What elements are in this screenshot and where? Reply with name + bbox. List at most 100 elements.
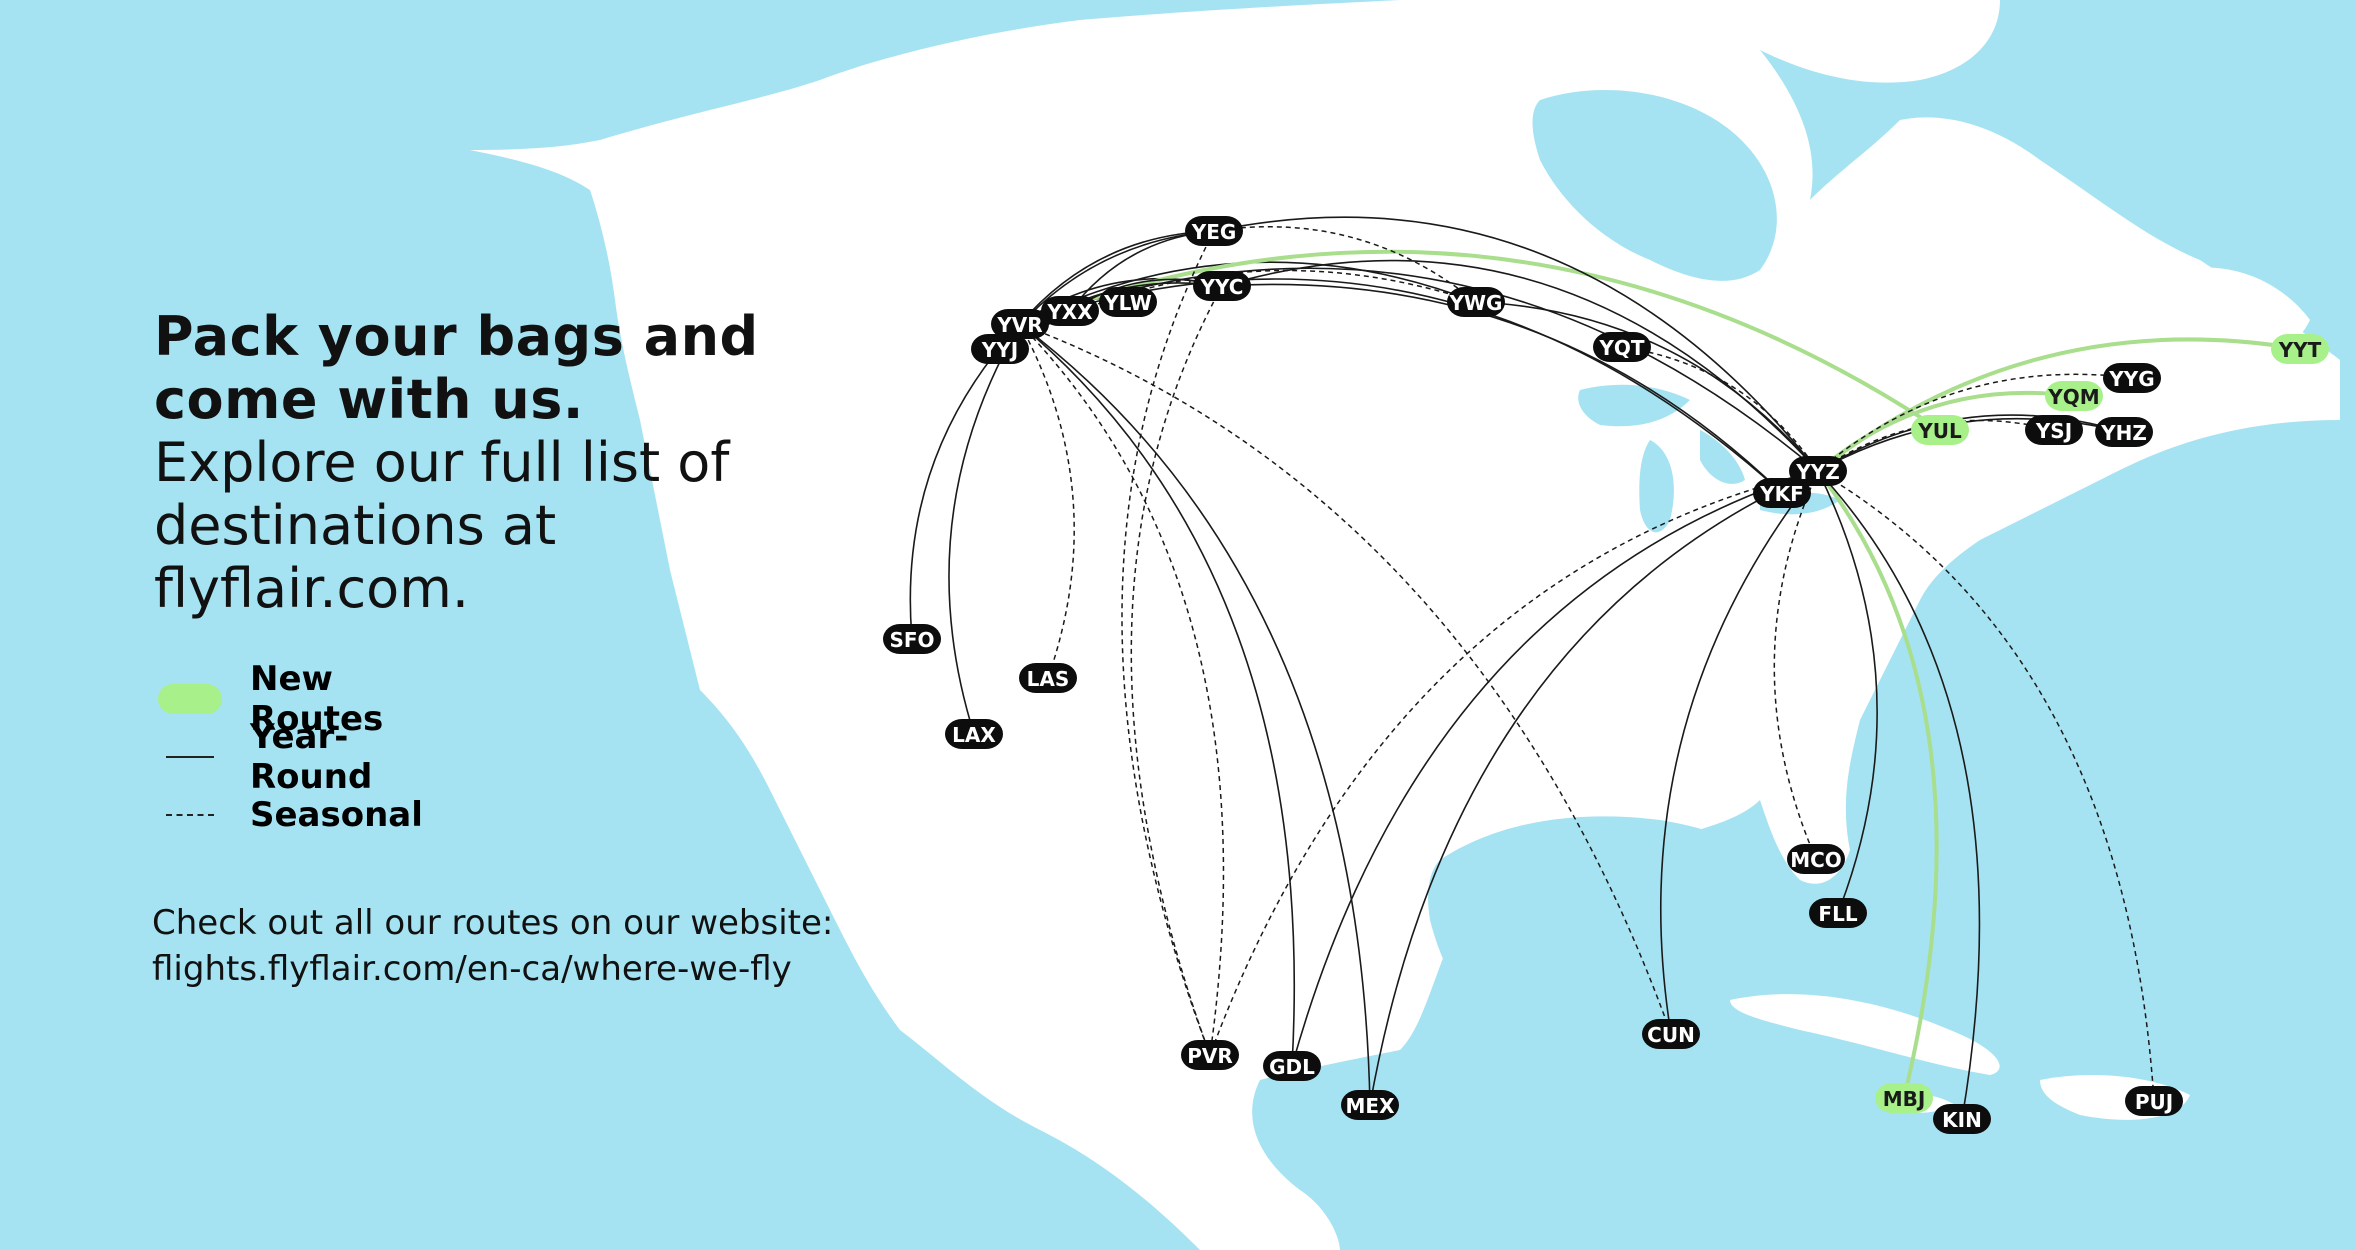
airport-code: YYG [2108, 367, 2154, 391]
airport-badge [1787, 844, 1845, 874]
airport-code: YQM [2047, 385, 2099, 409]
airport-yvr[interactable]: YVR [991, 309, 1049, 339]
airport-badge [1753, 478, 1811, 508]
subheadline: Explore our full list of destinations at… [154, 431, 730, 620]
airport-yeg[interactable]: YEG [1185, 216, 1243, 246]
airport-badge [971, 334, 1029, 364]
airport-mbj[interactable]: MBJ [1875, 1083, 1933, 1113]
airport-yqm[interactable]: YQM [2045, 381, 2103, 411]
airport-yyz[interactable]: YYZ [1789, 456, 1847, 486]
route-yyz-puj [1817, 470, 2155, 1102]
airport-code: YEG [1191, 220, 1237, 244]
airport-mco[interactable]: MCO [1787, 844, 1845, 874]
airport-yyg[interactable]: YYG [2103, 363, 2161, 393]
airport-badge [1019, 663, 1077, 693]
arctic-islands [1580, 0, 2000, 83]
airport-puj[interactable]: PUJ [2125, 1086, 2183, 1116]
legend-item-seasonal: Seasonal [158, 786, 423, 844]
airport-badge [2095, 417, 2153, 447]
route-yvr-yyz [1019, 267, 1819, 472]
airport-badge [945, 719, 1003, 749]
airport-badge [1185, 216, 1243, 246]
airport-ykf[interactable]: YKF [1753, 478, 1811, 508]
airport-las[interactable]: LAS [1019, 663, 1077, 693]
airport-kin[interactable]: KIN [1933, 1104, 1991, 1134]
route-yvr-pvr [1019, 323, 1225, 1056]
airport-badge [1809, 898, 1867, 928]
route-yyz-gdl [1291, 470, 1819, 1067]
airport-fll[interactable]: FLL [1809, 898, 1867, 928]
cta-text: Check out all our routes on our website: [152, 903, 834, 943]
route-yqt-yyz [1621, 346, 1819, 472]
airport-yyc[interactable]: YYC [1193, 271, 1251, 301]
airport-code: YUL [1917, 419, 1962, 443]
airport-sfo[interactable]: SFO [883, 624, 941, 654]
dashed-line-swatch [166, 814, 214, 816]
airport-badge [2025, 415, 2083, 445]
route-yyz-mco [1773, 470, 1819, 860]
airport-badge [1875, 1083, 1933, 1113]
airport-badge [1193, 271, 1251, 301]
airport-badge [1181, 1040, 1239, 1070]
promo-panel: Pack your bags and come with us. Explore… [154, 305, 774, 620]
route-yeg-pvr [1121, 230, 1215, 1056]
solid-line-swatch [166, 756, 214, 758]
airport-code: YYJ [981, 338, 1018, 362]
airport-badge [2103, 363, 2161, 393]
airport-ysj[interactable]: YSJ [2025, 415, 2083, 445]
airport-badge [1933, 1104, 1991, 1134]
airport-mex[interactable]: MEX [1341, 1090, 1399, 1120]
newfoundland [2179, 267, 2310, 360]
airport-badge [2271, 334, 2329, 364]
airport-code: MEX [1346, 1094, 1396, 1118]
airport-code: YKF [1759, 482, 1804, 506]
airport-code: YYT [2278, 338, 2322, 362]
airport-yxx[interactable]: YXX [1041, 296, 1099, 326]
airport-gdl[interactable]: GDL [1263, 1051, 1321, 1081]
route-yvr-gdl [1019, 323, 1295, 1067]
airport-code: YHZ [2100, 421, 2147, 445]
airport-badge [1341, 1090, 1399, 1120]
airport-code: YXX [1046, 300, 1093, 324]
route-ywg-yyz [1475, 301, 1819, 472]
website-link[interactable]: flights.flyflair.com/en-ca/where-we-fly [152, 949, 792, 989]
airport-cun[interactable]: CUN [1642, 1019, 1700, 1049]
legend-label-new-routes: New Routes [250, 659, 384, 739]
airport-pvr[interactable]: PVR [1181, 1040, 1239, 1070]
airport-code: PVR [1187, 1044, 1233, 1068]
route-yeg-ywg [1213, 226, 1477, 303]
route-yeg-yyz [1213, 216, 1819, 472]
airport-yyt[interactable]: YYT [2271, 334, 2329, 364]
airport-code: YLW [1103, 291, 1152, 315]
airport-lax[interactable]: LAX [945, 719, 1003, 749]
airport-code: YYZ [1795, 460, 1839, 484]
airport-yyj[interactable]: YYJ [971, 334, 1029, 364]
airport-code: MCO [1790, 848, 1842, 872]
airport-code: YWG [1449, 291, 1503, 315]
airport-badge [991, 309, 1049, 339]
route-yyz-yhz [1817, 414, 2125, 472]
baja-peninsula [1010, 800, 1160, 1010]
airport-ywg[interactable]: YWG [1447, 287, 1505, 317]
airport-badge [1593, 332, 1651, 362]
gulf-of-mexico [1428, 816, 1790, 1050]
legend-item-year-round: Year-Round [158, 717, 372, 797]
legend-item-new-routes: New Routes [158, 659, 383, 739]
airport-code: CUN [1647, 1023, 1695, 1047]
cuba [1730, 994, 2000, 1075]
airport-badge [1642, 1019, 1700, 1049]
airport-code: LAX [952, 723, 996, 747]
airport-yqt[interactable]: YQT [1593, 332, 1651, 362]
north-america-landmass [470, 0, 2340, 1250]
airport-code: YSJ [2035, 419, 2072, 443]
airport-code: PUJ [2135, 1090, 2173, 1114]
route-yyz-kin [1817, 470, 1981, 1120]
airport-yul[interactable]: YUL [1911, 415, 1969, 445]
hudson-bay [1532, 90, 1777, 281]
legend-label-seasonal: Seasonal [250, 795, 423, 835]
airport-code: KIN [1942, 1108, 1982, 1132]
legend-label-year-round: Year-Round [250, 717, 373, 797]
airport-yhz[interactable]: YHZ [2095, 417, 2153, 447]
route-yyz-fll [1817, 470, 1878, 914]
airport-ylw[interactable]: YLW [1099, 287, 1157, 317]
